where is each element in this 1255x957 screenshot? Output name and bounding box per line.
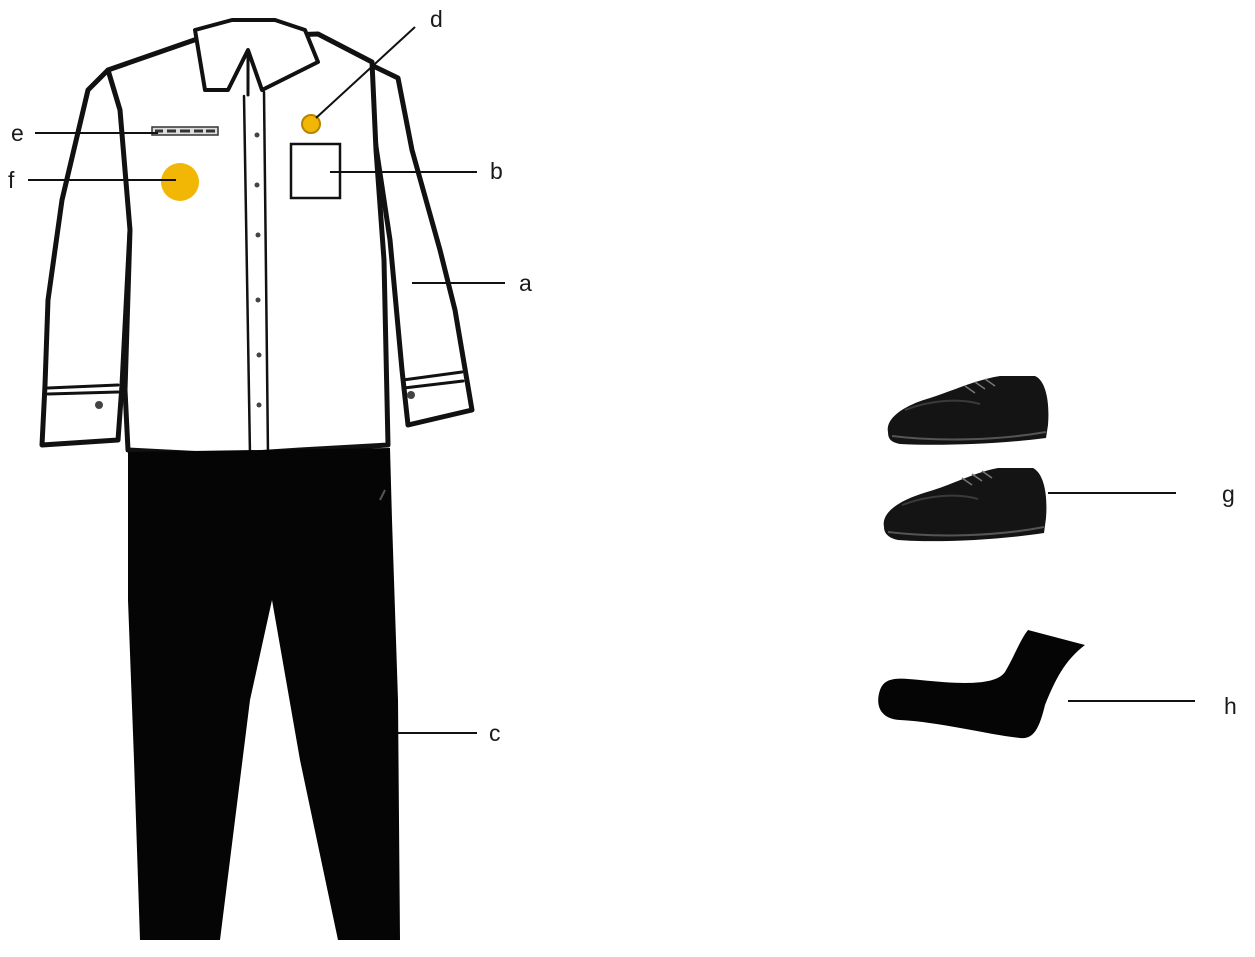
trousers	[128, 448, 400, 940]
label-e: e	[11, 120, 24, 146]
label-g: g	[1222, 481, 1235, 507]
label-h: h	[1224, 693, 1237, 719]
badge-f	[161, 163, 199, 201]
label-b: b	[490, 158, 503, 184]
name-tag	[152, 127, 218, 135]
shoe-top	[888, 376, 1049, 445]
label-f: f	[8, 167, 15, 193]
label-d: d	[430, 6, 443, 32]
sock	[878, 630, 1085, 738]
label-a: a	[519, 270, 532, 296]
shirt	[42, 20, 472, 455]
label-c: c	[489, 720, 501, 746]
shoe-bottom	[884, 468, 1047, 541]
